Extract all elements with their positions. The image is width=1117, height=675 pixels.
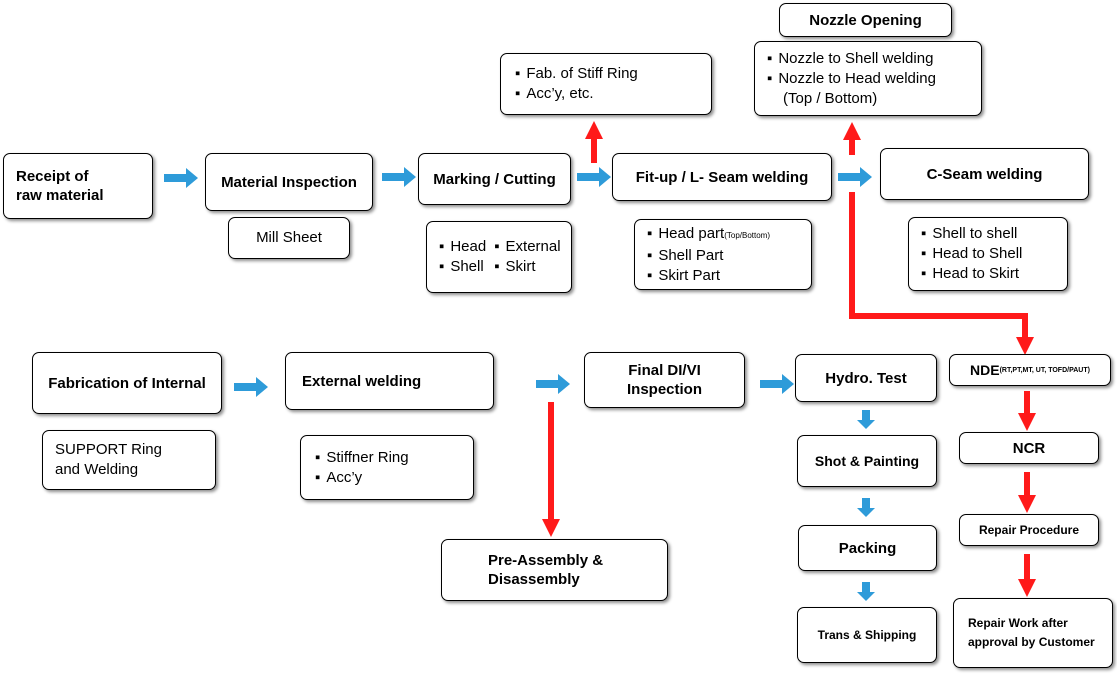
marking-cutting-items-box: Head Shell External Skirt [426, 221, 572, 293]
marking-items-right: External Skirt [494, 237, 561, 277]
stiff-ring-item-2: Acc’y, etc. [515, 84, 711, 104]
marking-item-shell: Shell [439, 257, 486, 277]
shipping-box: Trans & Shipping [797, 607, 937, 663]
nde-methods: (RT,PT,MT, UT, TOFD/PAUT) [999, 366, 1090, 374]
final-inspection-box: Final DI/VI Inspection [584, 352, 745, 408]
mill-sheet-box: Mill Sheet [228, 217, 350, 259]
final-inspection-line1: Final DI/VI [628, 362, 701, 379]
marking-cutting-box: Marking / Cutting [418, 153, 571, 205]
cseam-item-head-shell: Head to Shell [921, 244, 1067, 264]
material-inspection-title: Material Inspection [221, 173, 357, 191]
marking-cutting-title: Marking / Cutting [433, 170, 556, 188]
receipt-box: Receipt of raw material [3, 153, 153, 219]
repair-work-line2: approval by Customer [968, 635, 1095, 649]
arrow-receipt-to-inspection [164, 168, 198, 188]
nde-title: NDE [970, 361, 1000, 378]
repair-work-line1: Repair Work after [968, 616, 1068, 630]
support-ring-box: SUPPORT Ring and Welding [42, 430, 216, 490]
repair-work-box: Repair Work after approval by Customer [953, 598, 1113, 668]
pre-assembly-line1: Pre-Assembly & [488, 552, 604, 569]
external-welding-title: External welding [302, 372, 422, 390]
stiff-ring-item-1: Fab. of Stiff Ring [515, 64, 711, 84]
pre-assembly-line2: Disassembly [488, 571, 580, 588]
packing-title: Packing [838, 539, 897, 557]
nozzle-item-head: Nozzle to Head welding [767, 69, 981, 89]
arrow-hydro-to-shot [857, 410, 875, 429]
mill-sheet-label: Mill Sheet [256, 229, 322, 246]
arrow-external-to-final [536, 374, 570, 394]
fitup-box: Fit-up / L- Seam welding [612, 153, 832, 201]
external-items-box: Stiffner Ring Acc’y [300, 435, 474, 500]
nozzle-items-box: Nozzle to Shell welding Nozzle to Head w… [754, 41, 982, 116]
receipt-line2: raw material [16, 187, 104, 204]
arrow-fitup-to-nde [849, 192, 1034, 355]
cseam-items: Shell to shell Head to Shell Head to Ski… [921, 224, 1067, 284]
receipt-line1: Receipt of [16, 168, 89, 185]
arrow-packing-to-shipping [857, 582, 875, 601]
cseam-items-box: Shell to shell Head to Shell Head to Ski… [908, 217, 1068, 291]
arrow-final-to-hydro [760, 374, 794, 394]
fab-internal-title: Fabrication of Internal [48, 374, 206, 392]
ncr-box: NCR [959, 432, 1099, 464]
support-ring-line2: and Welding [55, 461, 139, 478]
external-item-stiffner: Stiffner Ring [315, 448, 473, 468]
external-welding-box: External welding [285, 352, 494, 410]
nde-box: NDE(RT,PT,MT, UT, TOFD/PAUT) [949, 354, 1111, 386]
marking-item-skirt: Skirt [494, 257, 560, 277]
fab-internal-box: Fabrication of Internal [32, 352, 222, 414]
fitup-item-head-label: Head part [658, 224, 725, 242]
nozzle-title-box: Nozzle Opening [779, 3, 952, 37]
fitup-items-box: Head part(Top/Bottom) Shell Part Skirt P… [634, 219, 812, 290]
cseam-item-head-skirt: Head to Skirt [921, 264, 1067, 284]
nozzle-items: Nozzle to Shell welding Nozzle to Head w… [767, 49, 981, 89]
cseam-title: C-Seam welding [926, 165, 1043, 183]
stiff-ring-items: Fab. of Stiff Ring Acc’y, etc. [515, 64, 711, 104]
shot-painting-box: Shot & Painting [797, 435, 937, 487]
packing-box: Packing [798, 525, 937, 571]
arrow-fitup-to-cseam [838, 167, 872, 187]
arrow-shot-to-packing [857, 498, 875, 517]
nozzle-title: Nozzle Opening [809, 11, 922, 29]
repair-procedure-title: Repair Procedure [978, 522, 1080, 537]
marking-items-left: Head Shell [439, 237, 486, 277]
cseam-item-shell: Shell to shell [921, 224, 1067, 244]
shipping-title: Trans & Shipping [817, 627, 917, 642]
hydro-test-title: Hydro. Test [825, 369, 907, 387]
nozzle-item-head-cont: (Top / Bottom) [783, 89, 878, 107]
arrow-inspection-to-marking [382, 167, 416, 187]
marking-item-head: Head [439, 237, 486, 257]
repair-procedure-box: Repair Procedure [959, 514, 1099, 546]
arrow-internal-to-external [234, 377, 268, 397]
marking-item-external: External [494, 237, 561, 257]
fitup-item-skirt: Skirt Part [647, 266, 811, 286]
fitup-item-head-suffix: (Top/Bottom) [724, 230, 770, 240]
fitup-items: Head part(Top/Bottom) Shell Part Skirt P… [647, 224, 811, 286]
ncr-title: NCR [1012, 439, 1046, 457]
shot-painting-title: Shot & Painting [814, 452, 920, 469]
stiff-ring-box: Fab. of Stiff Ring Acc’y, etc. [500, 53, 712, 115]
pre-assembly-box: Pre-Assembly & Disassembly [441, 539, 668, 601]
arrow-marking-to-fitup [577, 167, 611, 187]
external-items: Stiffner Ring Acc’y [315, 448, 473, 488]
support-ring-line1: SUPPORT Ring [55, 441, 162, 458]
final-inspection-line2: Inspection [626, 381, 702, 398]
cseam-box: C-Seam welding [880, 148, 1089, 200]
nozzle-item-shell: Nozzle to Shell welding [767, 49, 981, 69]
external-item-accy: Acc’y [315, 468, 473, 488]
fitup-item-shell: Shell Part [647, 246, 811, 266]
fitup-item-head: Head part(Top/Bottom) [647, 224, 811, 246]
hydro-test-box: Hydro. Test [795, 354, 937, 402]
fitup-title: Fit-up / L- Seam welding [635, 168, 809, 186]
material-inspection-box: Material Inspection [205, 153, 373, 211]
